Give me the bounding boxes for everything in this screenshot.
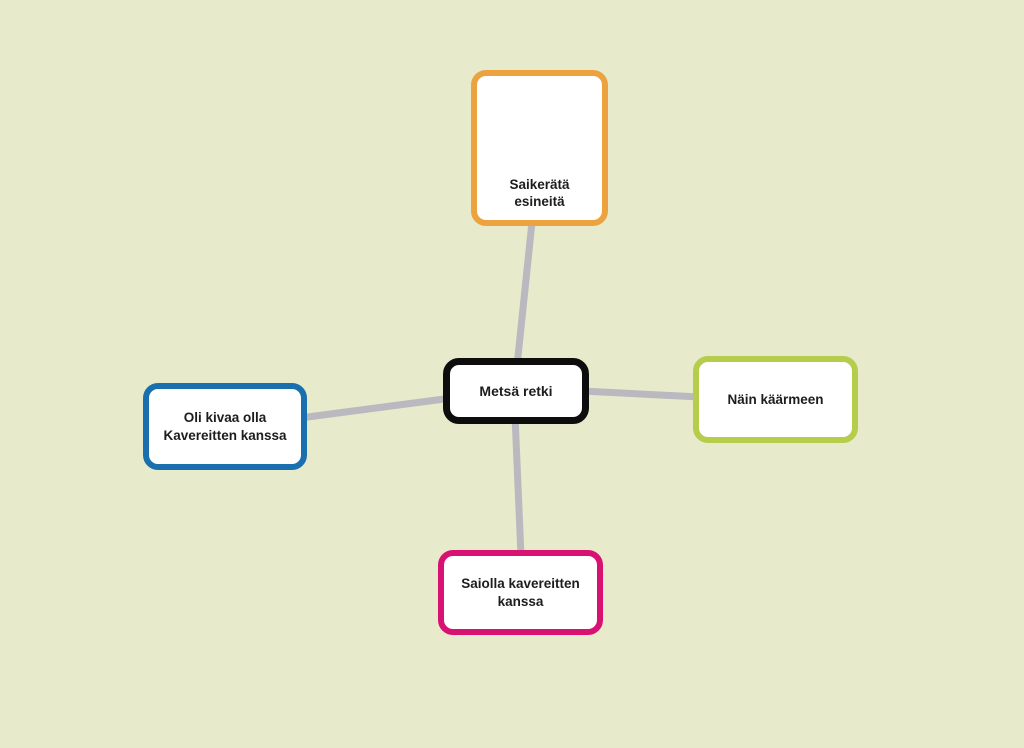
- node-collect-items[interactable]: Saikerätä esineitä: [471, 70, 608, 226]
- node-label: Saikerätä esineitä: [509, 176, 570, 210]
- connector-center-right: [581, 387, 701, 401]
- node-label: Oli kivaa olla Kavereitten kanssa: [163, 409, 287, 443]
- node-label: Näin käärmeen: [727, 391, 824, 407]
- node-island-with-friends[interactable]: Saiolla kavereitten kanssa: [438, 550, 603, 635]
- node-label: Saiolla kavereitten kanssa: [461, 575, 580, 609]
- connector-center-left: [299, 394, 453, 422]
- node-center-forest-trip[interactable]: Metsä retki: [443, 358, 589, 424]
- connector-center-bottom: [511, 415, 525, 557]
- connector-center-top: [513, 221, 536, 367]
- node-saw-snake[interactable]: Näin käärmeen: [693, 356, 858, 443]
- node-label: Metsä retki: [479, 382, 553, 399]
- node-fun-with-friends[interactable]: Oli kivaa olla Kavereitten kanssa: [143, 383, 307, 470]
